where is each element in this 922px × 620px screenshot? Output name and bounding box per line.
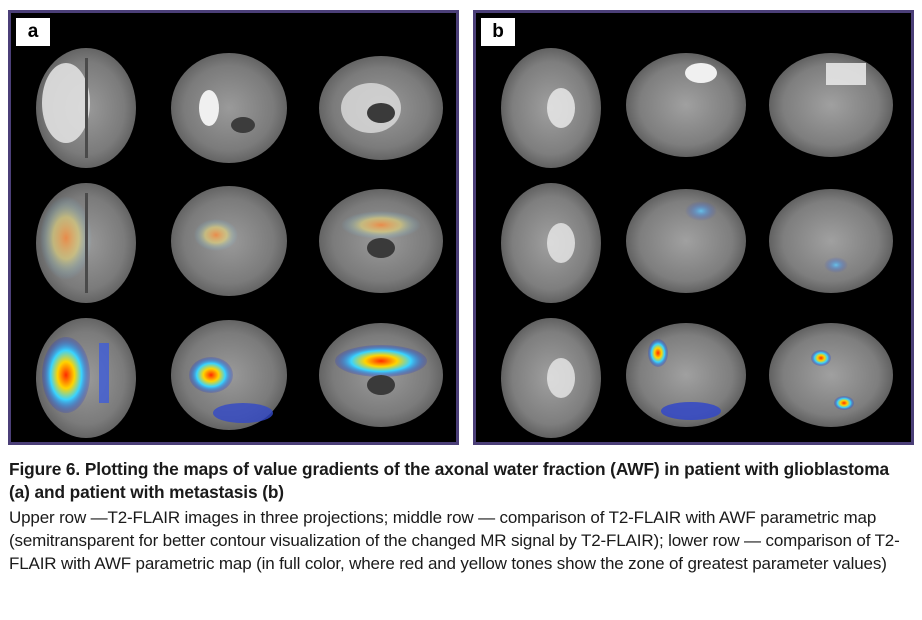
- row-lower: [501, 318, 893, 438]
- row-upper: [36, 48, 443, 168]
- panel-b-mri-images: [501, 48, 893, 438]
- panel-a-label: a: [16, 18, 50, 46]
- panel-a-mri-images: [36, 48, 443, 438]
- row-middle: [36, 183, 443, 303]
- row-middle: [501, 183, 893, 303]
- figure-panel-a: a: [8, 10, 459, 445]
- figure-caption: Figure 6. Plotting the maps of value gra…: [9, 458, 914, 575]
- figure-panel-b: b: [473, 10, 914, 445]
- caption-title: Figure 6. Plotting the maps of value gra…: [9, 459, 890, 502]
- caption-body: Upper row —T2-FLAIR images in three proj…: [9, 508, 900, 573]
- row-lower: [36, 318, 443, 438]
- row-upper: [501, 48, 893, 168]
- panel-b-label: b: [481, 18, 515, 46]
